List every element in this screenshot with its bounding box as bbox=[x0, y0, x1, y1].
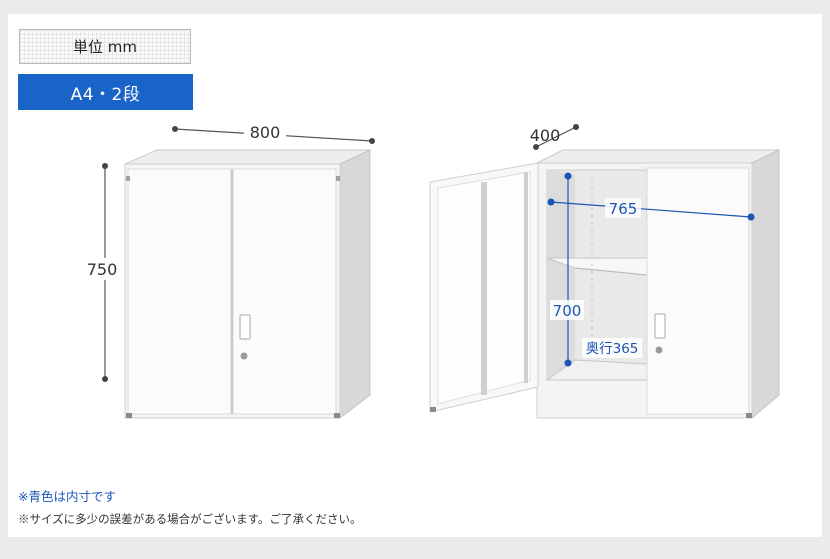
inner-depth-value: 奥行365 bbox=[586, 340, 639, 357]
unit-label: 単位 mm bbox=[19, 29, 191, 64]
open-cabinet-illustration bbox=[429, 149, 780, 420]
tolerance-disclaimer: ※サイズに多少の誤差がある場合がございます。ご了承ください。 bbox=[18, 512, 362, 526]
closed-cabinet-illustration bbox=[124, 149, 371, 420]
inner-width-value: 765 bbox=[609, 200, 638, 218]
width-value: 800 bbox=[250, 123, 281, 142]
inner-height-value: 700 bbox=[553, 302, 582, 320]
width-dimension: 800 bbox=[172, 122, 375, 144]
inner-dimension-note: ※青色は内寸です bbox=[18, 489, 116, 504]
depth-dimension: 400 bbox=[530, 124, 579, 150]
type-badge: A4・2段 bbox=[18, 74, 193, 110]
inner-width-dimension: 765 bbox=[547, 198, 755, 221]
height-dimension: 750 bbox=[86, 163, 124, 382]
inner-height-dimension: 700 bbox=[550, 172, 584, 367]
height-value: 750 bbox=[87, 260, 118, 279]
inner-depth-label: 奥行365 bbox=[582, 338, 642, 358]
depth-value: 400 bbox=[530, 126, 561, 145]
